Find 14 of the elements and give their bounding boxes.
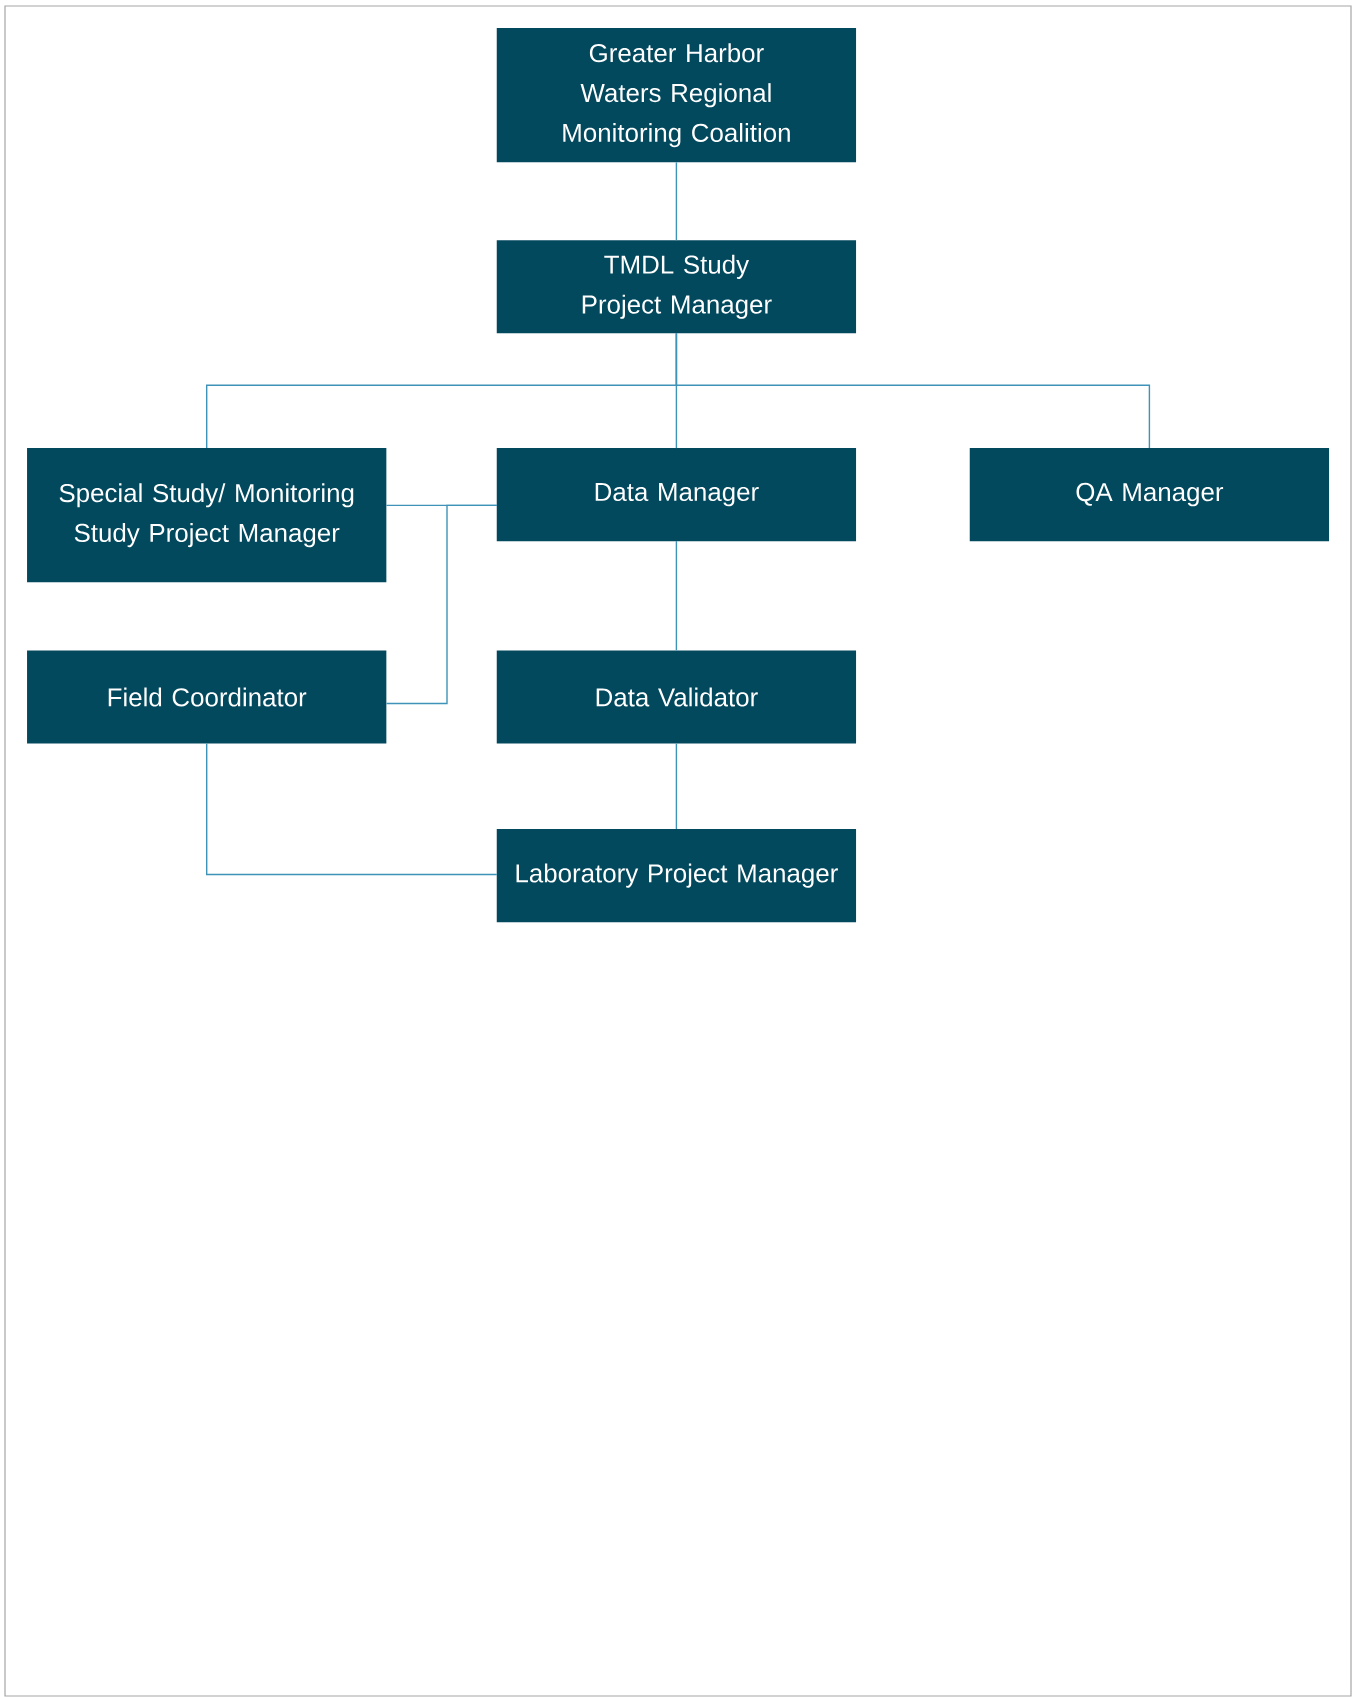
role-box: Laboratory Project Manager [496, 829, 857, 923]
role-box: Field Coordinator [27, 650, 387, 744]
role-box: Data Validator [496, 650, 857, 744]
connector-line [675, 742, 678, 830]
connector-line [675, 332, 1151, 449]
role-box: Data Manager [496, 448, 857, 542]
role-box: Special Study/ Monitoring Study Project Manager [27, 448, 387, 583]
connector-line [385, 504, 498, 705]
role-box: QA Manager [969, 448, 1330, 542]
role-box: Greater Harbor Waters Regional Monitoring Coalition [496, 28, 857, 163]
connector-line [675, 161, 678, 241]
connector-line [206, 742, 498, 876]
connector-line [675, 540, 678, 652]
role-box: TMDL Study Project Manager [496, 240, 857, 334]
